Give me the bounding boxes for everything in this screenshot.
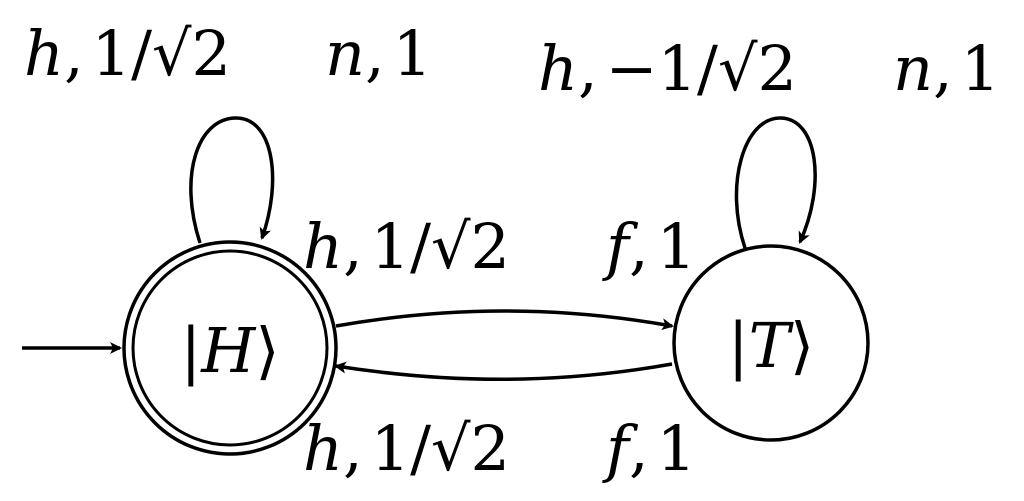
label-sep: , xyxy=(365,17,385,90)
sqrt-symbol: √ xyxy=(431,412,471,485)
label-h-to-t-h-rad: 2 xyxy=(471,210,510,283)
label-sep: , xyxy=(629,210,649,283)
state-t-label-right: ⟩ xyxy=(790,309,814,382)
label-h-self-n-weight: 1 xyxy=(393,17,432,90)
label-t-self-h-symbol: h xyxy=(538,32,578,105)
label-h-to-t-h-weight: 1/ xyxy=(371,210,431,283)
label-h-to-t-f-weight: 1 xyxy=(657,210,696,283)
svg-text:|H⟩: |H⟩ xyxy=(180,314,279,387)
state-h-label-right: ⟩ xyxy=(255,314,279,387)
label-h-to-t-h-symbol: h xyxy=(303,210,343,283)
state-t-label-symbol: T xyxy=(749,309,795,382)
label-sep: , xyxy=(578,32,598,105)
state-h-label-left: | xyxy=(180,314,201,387)
label-t-self-n-symbol: n xyxy=(893,32,933,105)
label-sep: , xyxy=(343,412,363,485)
svg-text:n,1: n,1 xyxy=(325,17,432,90)
svg-text:n,1: n,1 xyxy=(893,32,1000,105)
self-loop-t xyxy=(734,116,817,249)
svg-text:|T⟩: |T⟩ xyxy=(728,309,814,382)
label-sep: , xyxy=(933,32,953,105)
label-t-self-loop: h,−1/√2 n,1 xyxy=(538,32,1000,105)
label-t-to-h-h-weight: 1/ xyxy=(371,412,431,485)
self-loop-h xyxy=(189,116,275,244)
label-t-self-h-weight: −1/ xyxy=(606,32,718,105)
sqrt-symbol: √ xyxy=(152,17,192,90)
label-h-to-t: h,1/√2 f,1 xyxy=(303,210,696,283)
svg-text:f,1: f,1 xyxy=(602,412,696,485)
svg-text:h,1/√2: h,1/√2 xyxy=(303,210,510,283)
label-h-self-h-symbol: h xyxy=(24,17,64,90)
label-h-self-n-symbol: n xyxy=(325,17,365,90)
label-sep: , xyxy=(343,210,363,283)
label-h-self-h-weight: 1/ xyxy=(92,17,152,90)
svg-text:h,1/√2: h,1/√2 xyxy=(303,412,510,485)
svg-text:h,1/√2: h,1/√2 xyxy=(24,17,231,90)
label-h-self-loop: h,1/√2 n,1 xyxy=(24,17,432,90)
label-t-to-h-h-symbol: h xyxy=(303,412,343,485)
label-sep: , xyxy=(64,17,84,90)
edge-t-to-h xyxy=(334,361,673,382)
state-t: |T⟩ xyxy=(672,244,870,442)
label-sep: , xyxy=(629,412,649,485)
state-h-label-symbol: H xyxy=(200,314,257,387)
label-t-to-h-f-weight: 1 xyxy=(657,412,696,485)
label-t-self-h-rad: 2 xyxy=(757,32,796,105)
svg-text:f,1: f,1 xyxy=(602,210,696,283)
edge-h-to-t xyxy=(335,309,674,331)
state-t-label-left: | xyxy=(728,309,749,382)
label-t-to-h-h-rad: 2 xyxy=(471,412,510,485)
sqrt-symbol: √ xyxy=(431,210,471,283)
svg-text:h,−1/√2: h,−1/√2 xyxy=(538,32,797,105)
state-h: |H⟩ xyxy=(122,240,338,456)
sqrt-symbol: √ xyxy=(718,32,758,105)
label-t-to-h: h,1/√2 f,1 xyxy=(303,412,696,485)
label-h-self-h-rad: 2 xyxy=(192,17,231,90)
label-t-self-n-weight: 1 xyxy=(961,32,1000,105)
